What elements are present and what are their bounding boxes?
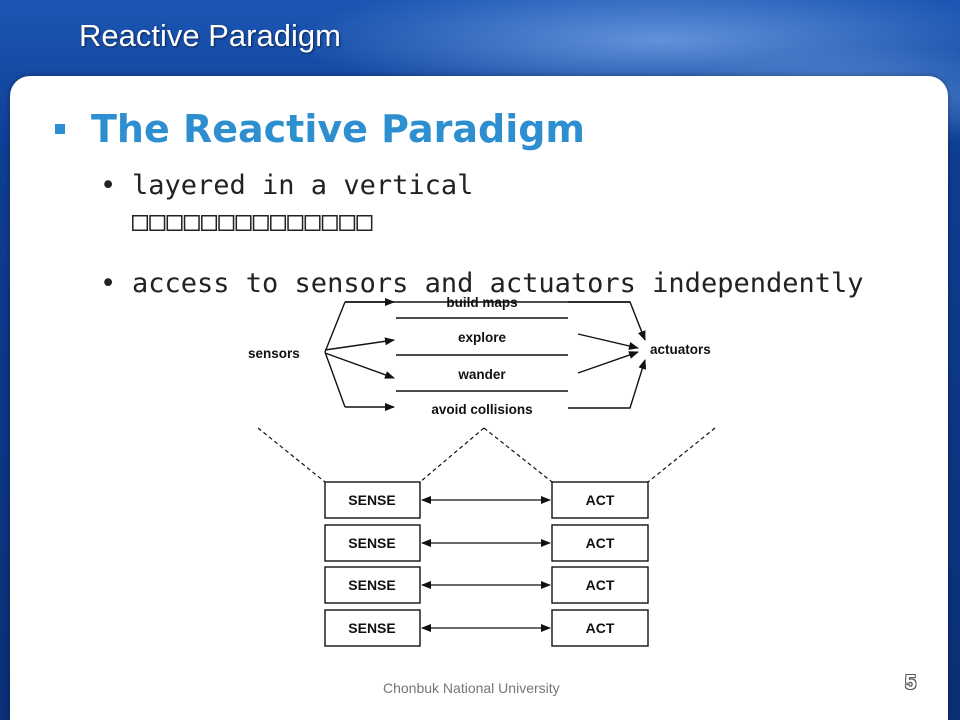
arrow-explore-to-actuators: [577, 333, 639, 350]
act-label: ACT: [586, 620, 615, 636]
sensor-branch-bottom: [324, 351, 346, 408]
sense-box: [324, 524, 421, 562]
bullet-text: access to sensors and actuators independ…: [132, 268, 864, 299]
section-heading: The Reactive Paradigm: [55, 107, 585, 151]
section-heading-text: The Reactive Paradigm: [91, 107, 586, 151]
behavior-build-maps: build maps: [446, 295, 517, 310]
bullet-text-line1: layered in a vertical: [132, 170, 474, 201]
sense-label: SENSE: [348, 492, 395, 508]
act-label: ACT: [586, 577, 615, 593]
zoom-line-right: [647, 427, 716, 483]
sense-box: [324, 566, 421, 604]
footer-university: Chonbuk National University: [383, 680, 560, 696]
sense-box: [324, 609, 421, 647]
sensors-label: sensors: [248, 346, 300, 361]
zoom-line-center-left: [419, 427, 485, 483]
bullet-dot: •: [100, 170, 117, 201]
slide-title: Reactive Paradigm: [79, 18, 341, 53]
act-box: [551, 481, 649, 519]
bullet-dot: •: [100, 268, 117, 299]
sense-label: SENSE: [348, 620, 395, 636]
behavior-wander: wander: [457, 367, 506, 382]
act-box: [551, 609, 649, 647]
sense-label: SENSE: [348, 577, 395, 593]
act-box: [551, 524, 649, 562]
act-label: ACT: [586, 492, 615, 508]
page-number: 5: [905, 672, 917, 694]
square-bullet-icon: [55, 124, 65, 134]
actuators-label: actuators: [650, 342, 711, 357]
sense-label: SENSE: [348, 535, 395, 551]
sensor-branch-top: [324, 301, 346, 353]
arrow-to-explore: [324, 337, 395, 351]
bullet-text-line2: □□□□□□□□□□□□□□: [132, 206, 374, 237]
act-box: [551, 566, 649, 604]
zoom-line-left: [257, 427, 326, 483]
arrow-wander-to-actuators: [577, 351, 639, 374]
act-label: ACT: [586, 535, 615, 551]
arrow-to-wander: [324, 352, 395, 379]
sense-box: [324, 481, 421, 519]
behavior-avoid-collisions: avoid collisions: [431, 402, 532, 417]
content-panel: [10, 76, 948, 720]
behavior-explore: explore: [458, 330, 507, 345]
zoom-line-center-right: [483, 427, 553, 483]
arrow-build-maps-to-actuators: [568, 301, 646, 341]
arrow-avoid-to-actuators: [568, 359, 647, 409]
